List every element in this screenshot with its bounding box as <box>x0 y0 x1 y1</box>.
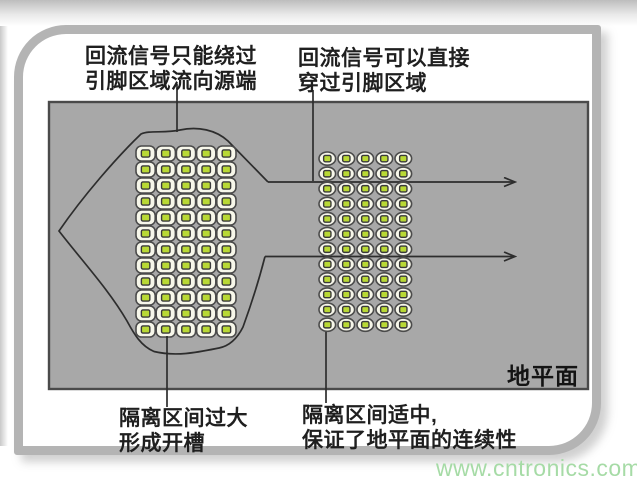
callout-text-top-left: 回流信号只能绕过 引脚区域流向源端 <box>85 44 257 94</box>
callout-text-line: 引脚区域流向源端 <box>85 70 257 93</box>
callout-text-line: 形成开槽 <box>119 432 205 455</box>
callout-text-line: 回流信号可以直接 <box>298 47 470 70</box>
callout-text-bottom-left: 隔离区间过大 形成开槽 <box>119 406 248 456</box>
callout-text-bottom-right: 隔离区间适中, 保证了地平面的连续性 <box>302 403 517 453</box>
callout-text-top-right: 回流信号可以直接 穿过引脚区域 <box>298 46 470 96</box>
site-watermark: www.cntronics.com <box>436 455 637 481</box>
callout-text-line: 穿过引脚区域 <box>298 72 427 95</box>
callout-text-line: 隔离区间适中, <box>302 404 438 427</box>
left-gradient-band <box>0 26 8 446</box>
callout-text-line: 隔离区间过大 <box>119 407 248 430</box>
top-gradient-band <box>0 0 637 26</box>
callout-text-line: 保证了地平面的连续性 <box>302 429 517 452</box>
ground-plane-label: 地平面 <box>507 363 579 389</box>
callout-text-line: 回流信号只能绕过 <box>85 45 257 68</box>
